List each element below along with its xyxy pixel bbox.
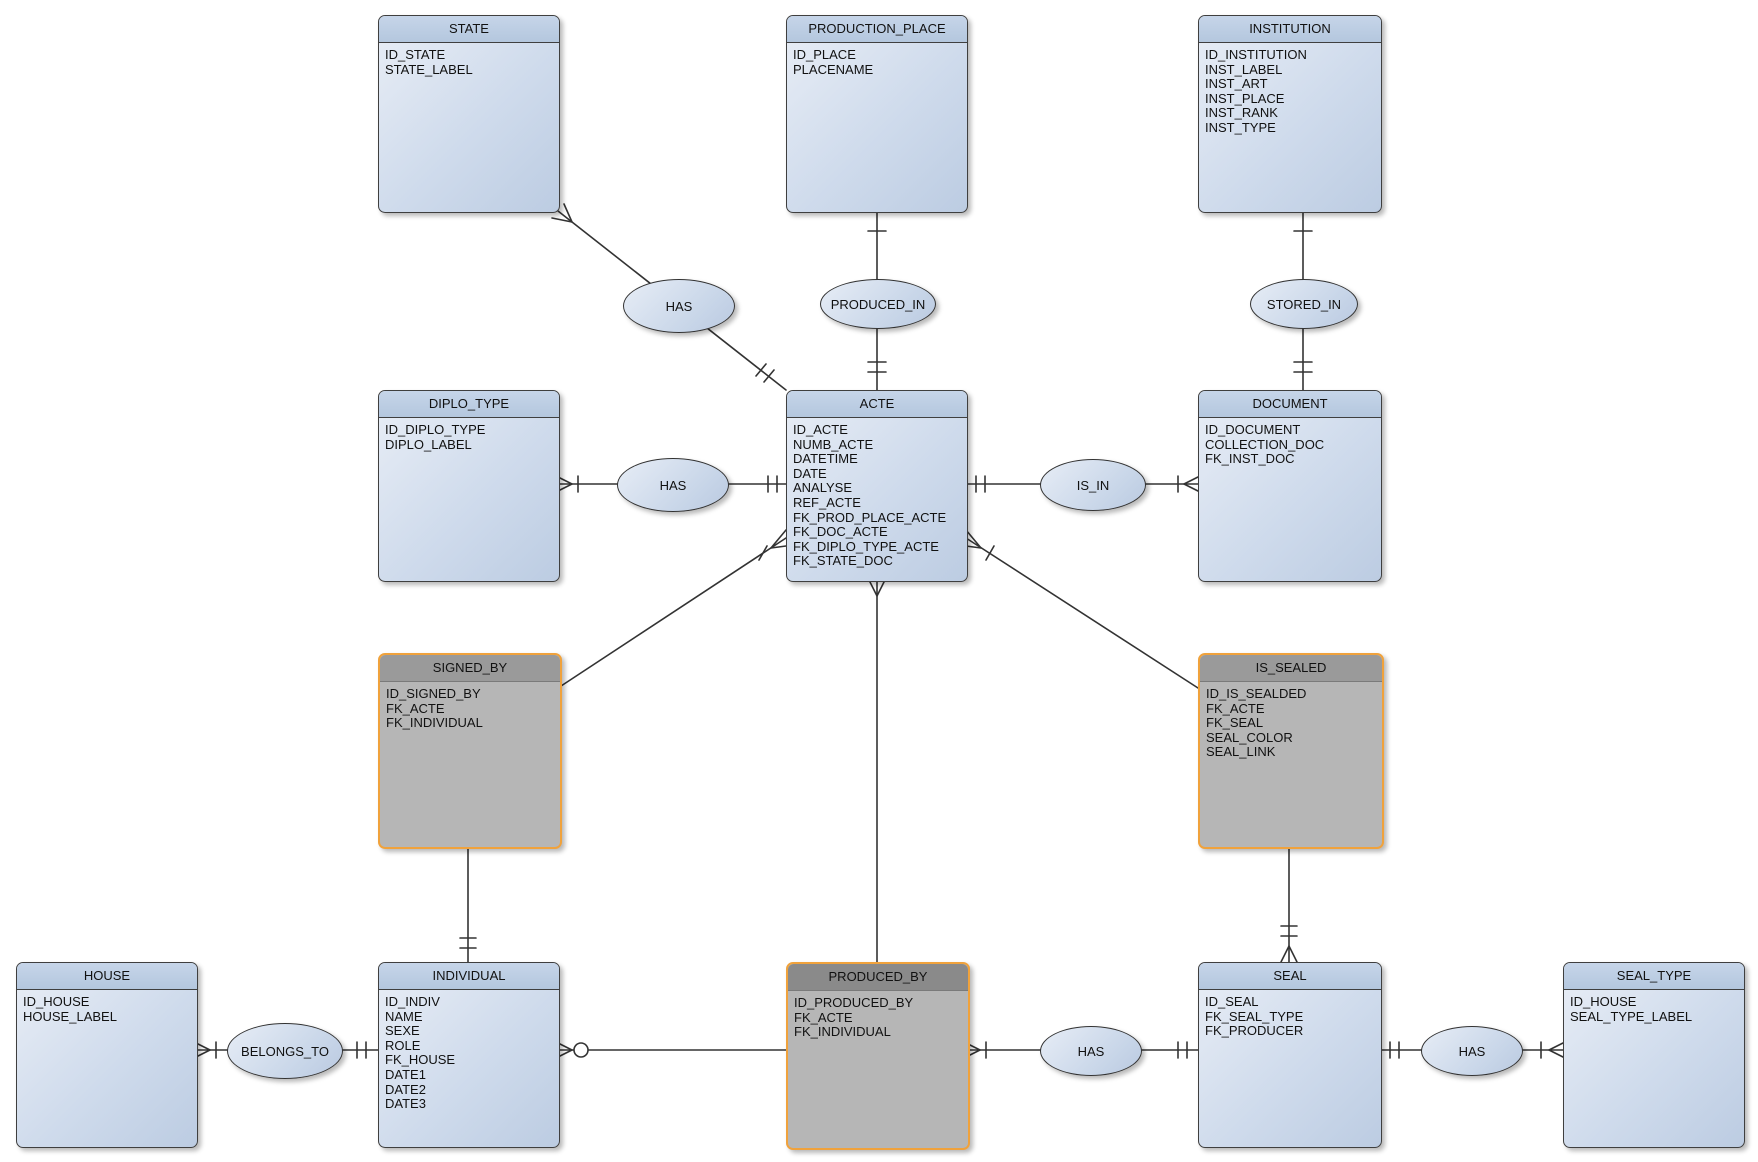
relationship-produced-in[interactable]: PRODUCED_IN (820, 279, 936, 329)
entity-individual-title: INDIVIDUAL (379, 963, 559, 990)
entity-state-title: STATE (379, 16, 559, 43)
entity-acte-fields: ID_ACTE NUMB_ACTE DATETIME DATE ANALYSE … (793, 422, 947, 569)
entity-diplo-type-fields: ID_DIPLO_TYPE DIPLO_LABEL (385, 422, 486, 452)
entity-signed-by-fields: ID_SIGNED_BY FK_ACTE FK_INDIVIDUAL (386, 686, 483, 731)
relationship-label: STORED_IN (1266, 296, 1342, 312)
entity-institution[interactable]: INSTITUTION ID_INSTITUTION INST_LABEL IN… (1198, 15, 1382, 213)
entity-is-sealed-title: IS_SEALED (1200, 655, 1382, 682)
entity-house-title: HOUSE (17, 963, 197, 990)
entity-produced-by-title: PRODUCED_BY (788, 964, 968, 991)
entity-document-title: DOCUMENT (1199, 391, 1381, 418)
relationship-producedby-has-seal[interactable]: HAS (1040, 1026, 1142, 1076)
entity-state-fields: ID_STATE STATE_LABEL (385, 47, 473, 77)
entity-seal-type-title: SEAL_TYPE (1564, 963, 1744, 990)
relationship-state-has-acte[interactable]: HAS (623, 279, 735, 333)
entity-individual-fields: ID_INDIV NAME SEXE ROLE FK_HOUSE DATE1 D… (385, 994, 456, 1112)
entity-institution-title: INSTITUTION (1199, 16, 1381, 43)
entity-acte-title: ACTE (787, 391, 967, 418)
entity-institution-fields: ID_INSTITUTION INST_LABEL INST_ART INST_… (1205, 47, 1307, 135)
entity-produced-by-fields: ID_PRODUCED_BY FK_ACTE FK_INDIVIDUAL (794, 995, 914, 1040)
relationship-label: HAS (665, 298, 693, 314)
entity-seal-title: SEAL (1199, 963, 1381, 990)
entity-document[interactable]: DOCUMENT ID_DOCUMENT COLLECTION_DOC FK_I… (1198, 390, 1382, 582)
connector-acte-producedby (868, 579, 886, 963)
entity-is-sealed-fields: ID_IS_SEALDED FK_ACTE FK_SEAL SEAL_COLOR… (1206, 686, 1307, 760)
entity-signed-by[interactable]: SIGNED_BY ID_SIGNED_BY FK_ACTE FK_INDIVI… (378, 653, 562, 849)
entity-acte[interactable]: ACTE ID_ACTE NUMB_ACTE DATETIME DATE ANA… (786, 390, 968, 582)
relationship-belongs-to[interactable]: BELONGS_TO (227, 1023, 343, 1079)
connector-acte-issealed (965, 529, 1199, 689)
entity-diplo-type[interactable]: DIPLO_TYPE ID_DIPLO_TYPE DIPLO_LABEL (378, 390, 560, 582)
entity-production-place-title: PRODUCTION_PLACE (787, 16, 967, 43)
entity-seal-fields: ID_SEAL FK_SEAL_TYPE FK_PRODUCER (1205, 994, 1304, 1039)
relationship-stored-in[interactable]: STORED_IN (1250, 279, 1358, 329)
entity-document-fields: ID_DOCUMENT COLLECTION_DOC FK_INST_DOC (1205, 422, 1325, 467)
connector-issealed-seal (1280, 844, 1298, 963)
entity-production-place[interactable]: PRODUCTION_PLACE ID_PLACE PLACENAME (786, 15, 968, 213)
entity-house[interactable]: HOUSE ID_HOUSE HOUSE_LABEL (16, 962, 198, 1148)
relationship-seal-has-sealtype[interactable]: HAS (1421, 1026, 1523, 1076)
connector-acte-signedby (557, 529, 787, 689)
connector-signedby-individual (459, 844, 477, 963)
entity-seal-type-fields: ID_HOUSE SEAL_TYPE_LABEL (1570, 994, 1693, 1024)
entity-diplo-type-title: DIPLO_TYPE (379, 391, 559, 418)
relationship-label: HAS (659, 477, 687, 493)
entity-seal-type[interactable]: SEAL_TYPE ID_HOUSE SEAL_TYPE_LABEL (1563, 962, 1745, 1148)
relationship-label: HAS (1458, 1043, 1486, 1059)
entity-is-sealed[interactable]: IS_SEALED ID_IS_SEALDED FK_ACTE FK_SEAL … (1198, 653, 1384, 849)
entity-state[interactable]: STATE ID_STATE STATE_LABEL (378, 15, 560, 213)
relationship-label: HAS (1077, 1043, 1105, 1059)
entity-signed-by-title: SIGNED_BY (380, 655, 560, 682)
relationship-diplotype-has-acte[interactable]: HAS (617, 458, 729, 512)
relationship-is-in[interactable]: IS_IN (1040, 459, 1146, 511)
relationship-label: BELONGS_TO (241, 1043, 329, 1059)
entity-production-place-fields: ID_PLACE PLACENAME (793, 47, 874, 77)
relationship-label: PRODUCED_IN (830, 296, 926, 312)
connector-individual-producedby (557, 1042, 787, 1058)
entity-house-fields: ID_HOUSE HOUSE_LABEL (23, 994, 117, 1024)
entity-produced-by[interactable]: PRODUCED_BY ID_PRODUCED_BY FK_ACTE FK_IN… (786, 962, 970, 1150)
entity-seal[interactable]: SEAL ID_SEAL FK_SEAL_TYPE FK_PRODUCER (1198, 962, 1382, 1148)
entity-individual[interactable]: INDIVIDUAL ID_INDIV NAME SEXE ROLE FK_HO… (378, 962, 560, 1148)
relationship-label: IS_IN (1076, 477, 1110, 493)
